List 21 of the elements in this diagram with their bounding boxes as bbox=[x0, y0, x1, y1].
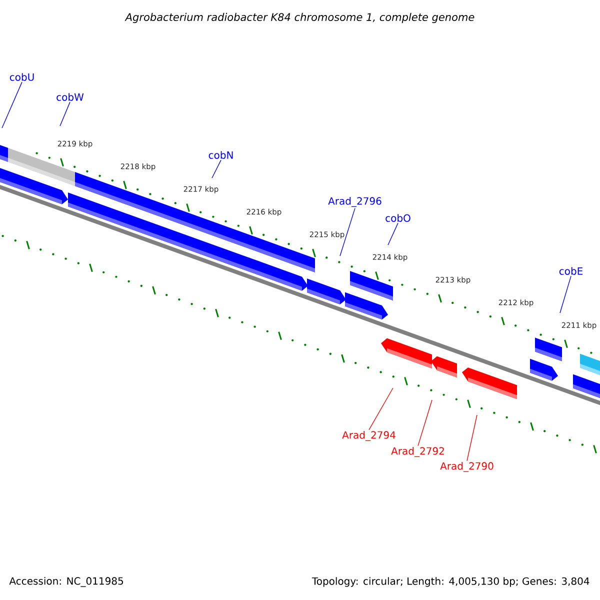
leader-line bbox=[418, 400, 432, 446]
leader-line bbox=[466, 414, 478, 462]
leader-line bbox=[2, 82, 22, 128]
gene-label: Arad_2794 bbox=[342, 431, 396, 441]
leader-line bbox=[368, 388, 394, 430]
genome-info-text: Topology: circular; Length: 4,005,130 bp; Genes: 3,804 bbox=[312, 577, 590, 587]
gene-label: cobE bbox=[559, 267, 582, 275]
leader-line bbox=[212, 160, 222, 178]
gene-label: Arad_2796 bbox=[328, 197, 382, 207]
leader-line bbox=[340, 208, 356, 256]
gene-label: Arad_2792 bbox=[391, 447, 444, 457]
gene-label: cobN bbox=[208, 151, 233, 159]
leader-line bbox=[560, 276, 572, 314]
leader-line bbox=[388, 222, 398, 246]
title: Agrobacterium radiobacter K84 chromosome 1, complete genome bbox=[124, 12, 474, 24]
leader-line bbox=[60, 102, 70, 126]
gene-label: Arad_2790 bbox=[440, 462, 494, 472]
gene-label: cobU bbox=[10, 73, 34, 81]
gene-label: cobO bbox=[386, 214, 410, 222]
gene-label: cobW bbox=[56, 93, 84, 101]
accession-text: Accession: NC_011985 bbox=[9, 577, 124, 587]
